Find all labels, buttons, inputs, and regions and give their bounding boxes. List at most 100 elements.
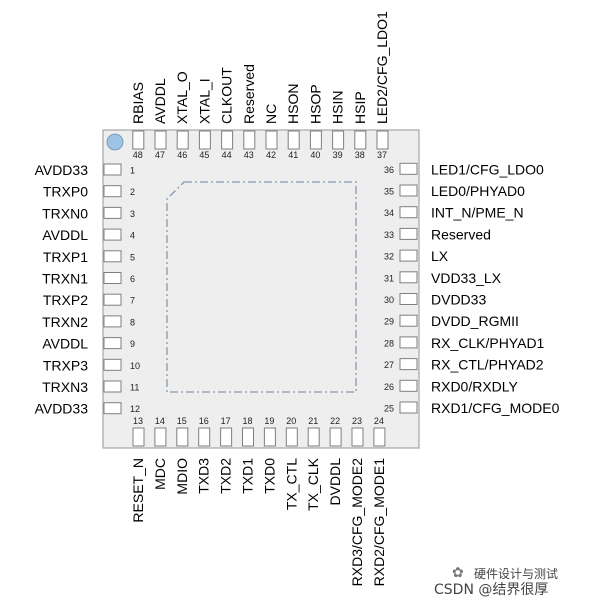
pin-label: DVDD33 [431, 292, 486, 308]
pin-pad [132, 427, 145, 447]
pin-label: TRXN3 [42, 379, 88, 395]
pin-pad [285, 427, 298, 447]
pin-number: 4 [130, 231, 135, 241]
pin-label: AVDDL [42, 227, 88, 243]
pin-label: TRXN0 [42, 205, 88, 221]
pin-pad [242, 427, 254, 447]
wechat-icon: ✿ [452, 565, 464, 581]
pin-number: 37 [377, 150, 387, 160]
pin-label: HSIN [330, 91, 346, 124]
pin-pad [287, 130, 300, 150]
pin-pad [103, 206, 122, 219]
pin-label: LED2/CFG_LDO1 [374, 11, 390, 124]
pin-pad [103, 402, 122, 415]
pin-label: RBIAS [130, 82, 146, 124]
pin-label: DVDD_RGMII [431, 313, 519, 329]
pin-label: MDIO [174, 458, 190, 495]
pin-pad [399, 336, 418, 349]
pin-number: 6 [130, 274, 135, 284]
pin-number: 38 [355, 150, 365, 160]
pin-pad [103, 250, 122, 263]
pin-label: TRXP1 [43, 249, 88, 265]
pin-pad [354, 130, 367, 150]
pin-number: 36 [384, 165, 394, 175]
pin-pad [399, 162, 418, 175]
pin-label: XTAL_I [196, 78, 212, 124]
pin-label: TXD3 [196, 458, 212, 494]
pin-pad [399, 379, 418, 392]
pin-label: TXD2 [218, 458, 234, 494]
pin-label: AVDD33 [35, 162, 89, 178]
pin-pad [176, 427, 189, 447]
pin-number: 17 [221, 416, 231, 426]
pin-label: RX_CLK/PHYAD1 [431, 335, 545, 351]
pin-number: 22 [330, 416, 340, 426]
pin-pad [103, 380, 122, 393]
pin-number: 47 [155, 150, 165, 160]
pin-number: 19 [264, 416, 274, 426]
pin-number: 23 [352, 416, 362, 426]
pin-number: 18 [242, 416, 252, 426]
exposed-pad-outline [166, 181, 357, 393]
watermark-credit: CSDN @结界很厚 [434, 582, 549, 598]
pin-pad [154, 427, 167, 447]
pin-number: 1 [130, 166, 135, 176]
pin-label: Reserved [241, 64, 257, 124]
pin-number: 35 [384, 187, 394, 197]
pin-pad [399, 206, 418, 219]
pin-number: 30 [384, 295, 394, 305]
pin-label: MDC [152, 458, 168, 490]
pin-pad [221, 130, 234, 150]
pin-label: RXD1/CFG_MODE0 [431, 400, 560, 416]
pin-label: RESET_N [130, 458, 146, 523]
pin-number: 48 [133, 150, 143, 160]
pin-label: AVDDL [152, 78, 168, 124]
pin-number: 31 [384, 273, 394, 283]
pin-number: 13 [133, 416, 143, 426]
pin-label: AVDDL [42, 336, 88, 352]
pin-number: 33 [384, 230, 394, 240]
pin-label: TRXN1 [42, 271, 88, 287]
pin-label: HSOP [307, 84, 323, 124]
pin-number: 20 [286, 416, 296, 426]
pin-number: 16 [199, 416, 209, 426]
pin-pad [103, 293, 122, 306]
pin-number: 27 [384, 360, 394, 370]
pin-pad [399, 293, 418, 305]
pin-label: HSON [285, 84, 301, 124]
pin-label: TXD1 [240, 458, 256, 494]
pin-label: RXD2/CFG_MODE1 [371, 458, 387, 587]
pin-label: TX_CLK [305, 457, 321, 511]
pin-label: TRXN2 [42, 314, 88, 330]
pin-pad [103, 163, 122, 176]
pin-label: LED0/PHYAD0 [431, 183, 525, 199]
pin1-dot-icon [106, 133, 124, 151]
pin-number: 12 [130, 404, 140, 414]
pin-number: 2 [130, 187, 135, 197]
pin-pad [399, 227, 418, 240]
pin-label: LX [431, 248, 449, 264]
pin-number: 44 [222, 150, 232, 160]
watermark-channel: 硬件设计与测试 [474, 567, 559, 581]
pin-pad [243, 130, 256, 150]
pin-label: LED1/CFG_LDO0 [431, 161, 544, 177]
pin-pad [220, 427, 233, 447]
pin-pad [399, 249, 418, 262]
pin-label: CLKOUT [219, 67, 235, 124]
pin-pad [399, 358, 418, 371]
pin-number: 7 [130, 296, 135, 306]
pin-pad [103, 272, 122, 284]
pin-number: 25 [384, 404, 394, 414]
pin-number: 40 [310, 150, 320, 160]
pin-label: TRXP0 [43, 184, 88, 200]
pin-pad [351, 427, 364, 447]
pin-number: 15 [177, 416, 187, 426]
package-body [102, 129, 420, 449]
pin-pad [103, 358, 122, 371]
pin-number: 46 [177, 150, 187, 160]
pin-pad [332, 130, 345, 150]
pin-pad [176, 130, 189, 150]
pin-pad [399, 401, 418, 414]
pin-pad [309, 130, 322, 150]
